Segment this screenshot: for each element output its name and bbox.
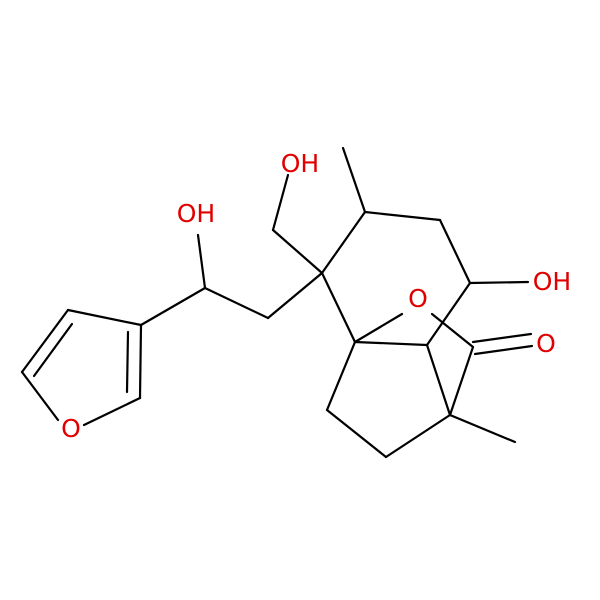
bond xyxy=(203,286,270,320)
bond xyxy=(468,280,530,285)
bond xyxy=(266,271,324,320)
bond xyxy=(473,344,534,356)
bond xyxy=(325,340,357,412)
furan-oxygen-label: O xyxy=(61,414,81,443)
bond xyxy=(196,233,207,290)
oh-label-hydroxymethyl: OH xyxy=(281,149,319,178)
bond xyxy=(20,308,70,374)
bond xyxy=(448,413,517,444)
bond xyxy=(66,308,143,327)
bonds xyxy=(20,146,534,459)
bond xyxy=(425,343,452,417)
bond xyxy=(425,281,472,347)
bond xyxy=(139,286,207,327)
bond xyxy=(82,396,142,427)
bond xyxy=(325,408,388,459)
bond xyxy=(320,271,357,344)
bond xyxy=(271,228,324,275)
bond xyxy=(353,340,429,347)
carbonyl-oxygen-label: O xyxy=(536,329,556,358)
oh-label-side-chain: OH xyxy=(177,199,215,228)
bond xyxy=(430,312,475,349)
bridge-oxygen-label: O xyxy=(408,284,428,313)
bond xyxy=(341,146,367,214)
bond xyxy=(138,323,143,400)
bond xyxy=(271,173,290,232)
oh-label-ring: OH xyxy=(533,267,571,296)
bond xyxy=(125,330,130,394)
bond xyxy=(363,210,442,222)
bond xyxy=(448,345,475,417)
bond xyxy=(353,312,404,344)
bond xyxy=(320,210,367,275)
bond xyxy=(438,218,472,285)
bond xyxy=(20,370,60,422)
bond xyxy=(32,322,74,378)
bond xyxy=(384,413,452,459)
bond xyxy=(471,332,533,344)
atom-labels: OH OH OH O O O xyxy=(61,149,571,443)
